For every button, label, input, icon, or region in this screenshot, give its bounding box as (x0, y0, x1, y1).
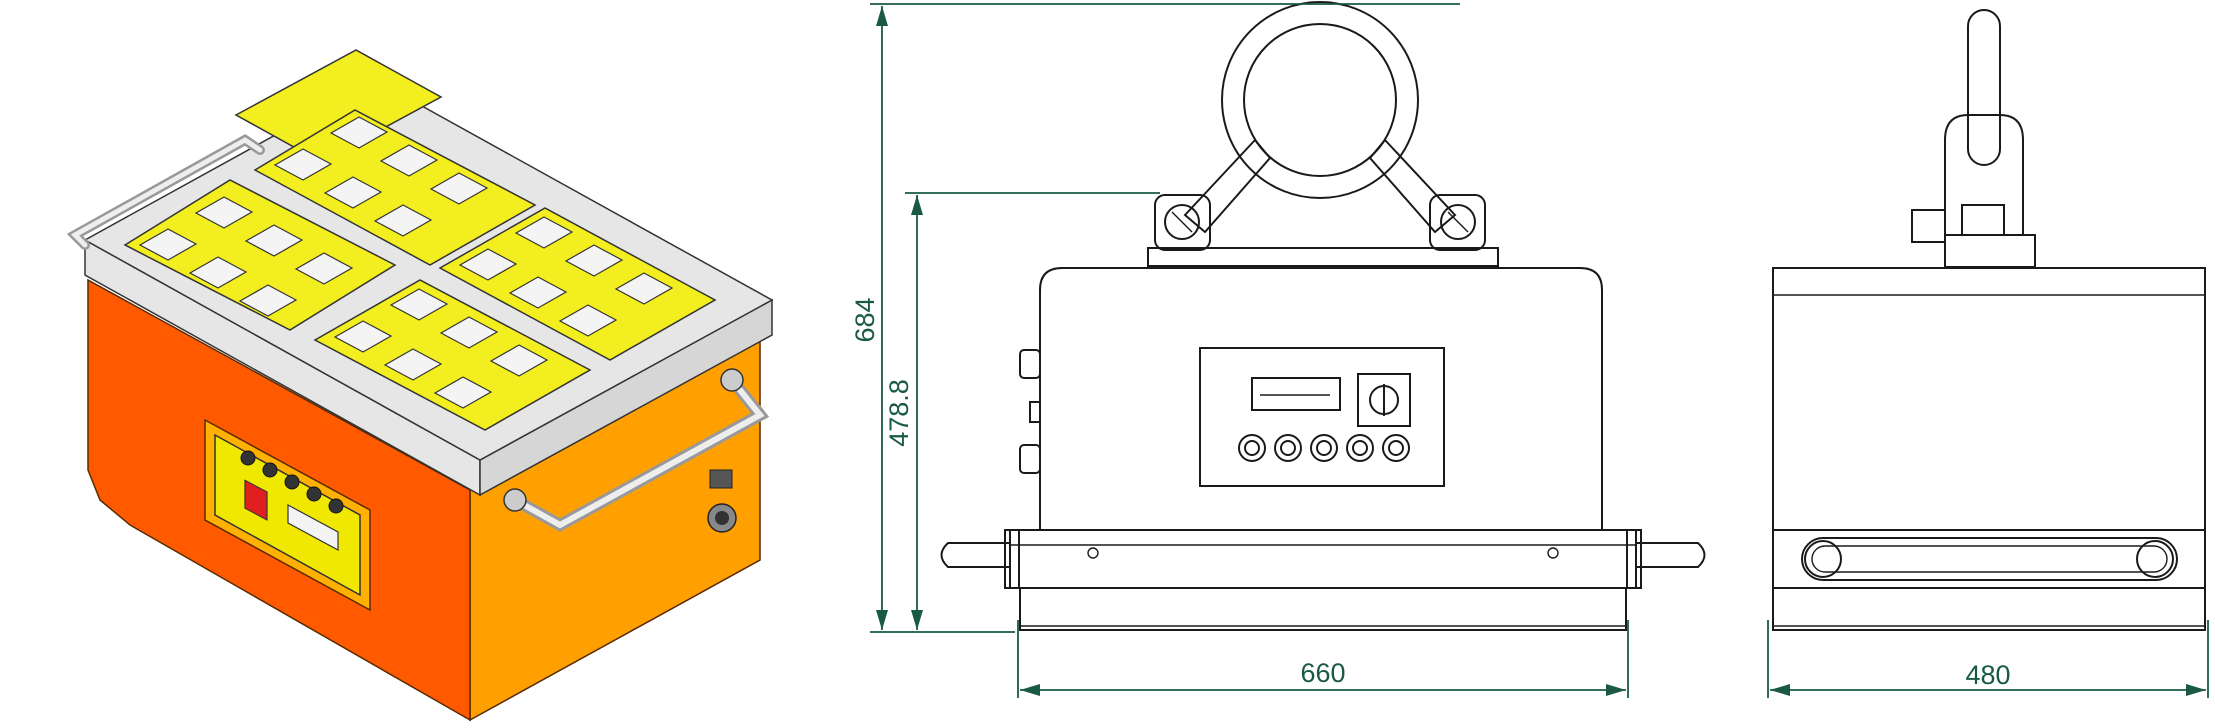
label-depth: 480 (1965, 660, 2010, 690)
label-width: 660 (1300, 658, 1345, 688)
lifting-eye-side (1967, 9, 2001, 166)
front-view (940, 1, 1706, 631)
handle-right (1636, 542, 1706, 568)
isometric-view (66, 49, 774, 722)
control-panel-front (1199, 347, 1445, 487)
dimension-lines: 684 478.8 660 480 (850, 3, 2209, 698)
label-total-height: 684 (850, 297, 880, 342)
pole-module-left (123, 179, 397, 331)
side-view (1772, 9, 2206, 631)
handle-icon (66, 134, 770, 532)
housing-side (1772, 267, 2206, 531)
pole-module-right (438, 207, 717, 361)
selector-switch (1357, 373, 1411, 427)
pole-module-1 (234, 49, 443, 163)
indicator-lamps-front (1238, 434, 1410, 462)
housing (1039, 267, 1603, 531)
indicator-lamp-icon (240, 450, 344, 514)
rotary-switch-icon (244, 479, 268, 521)
handle-left (940, 542, 1010, 568)
display-front (1251, 377, 1341, 411)
ring-base (1147, 247, 1499, 267)
lifting-ring-icon (1154, 1, 1486, 251)
handle-side (1801, 537, 2178, 581)
display-icon (287, 503, 339, 552)
pole-module-top (253, 109, 537, 266)
pole-plate (1019, 587, 1627, 631)
pole-module-front (313, 279, 592, 431)
connector-icon (709, 469, 733, 489)
pole-squares (138, 116, 674, 409)
label-body-height: 478.8 (884, 379, 914, 447)
steel-plate-front-view (1009, 529, 1637, 589)
